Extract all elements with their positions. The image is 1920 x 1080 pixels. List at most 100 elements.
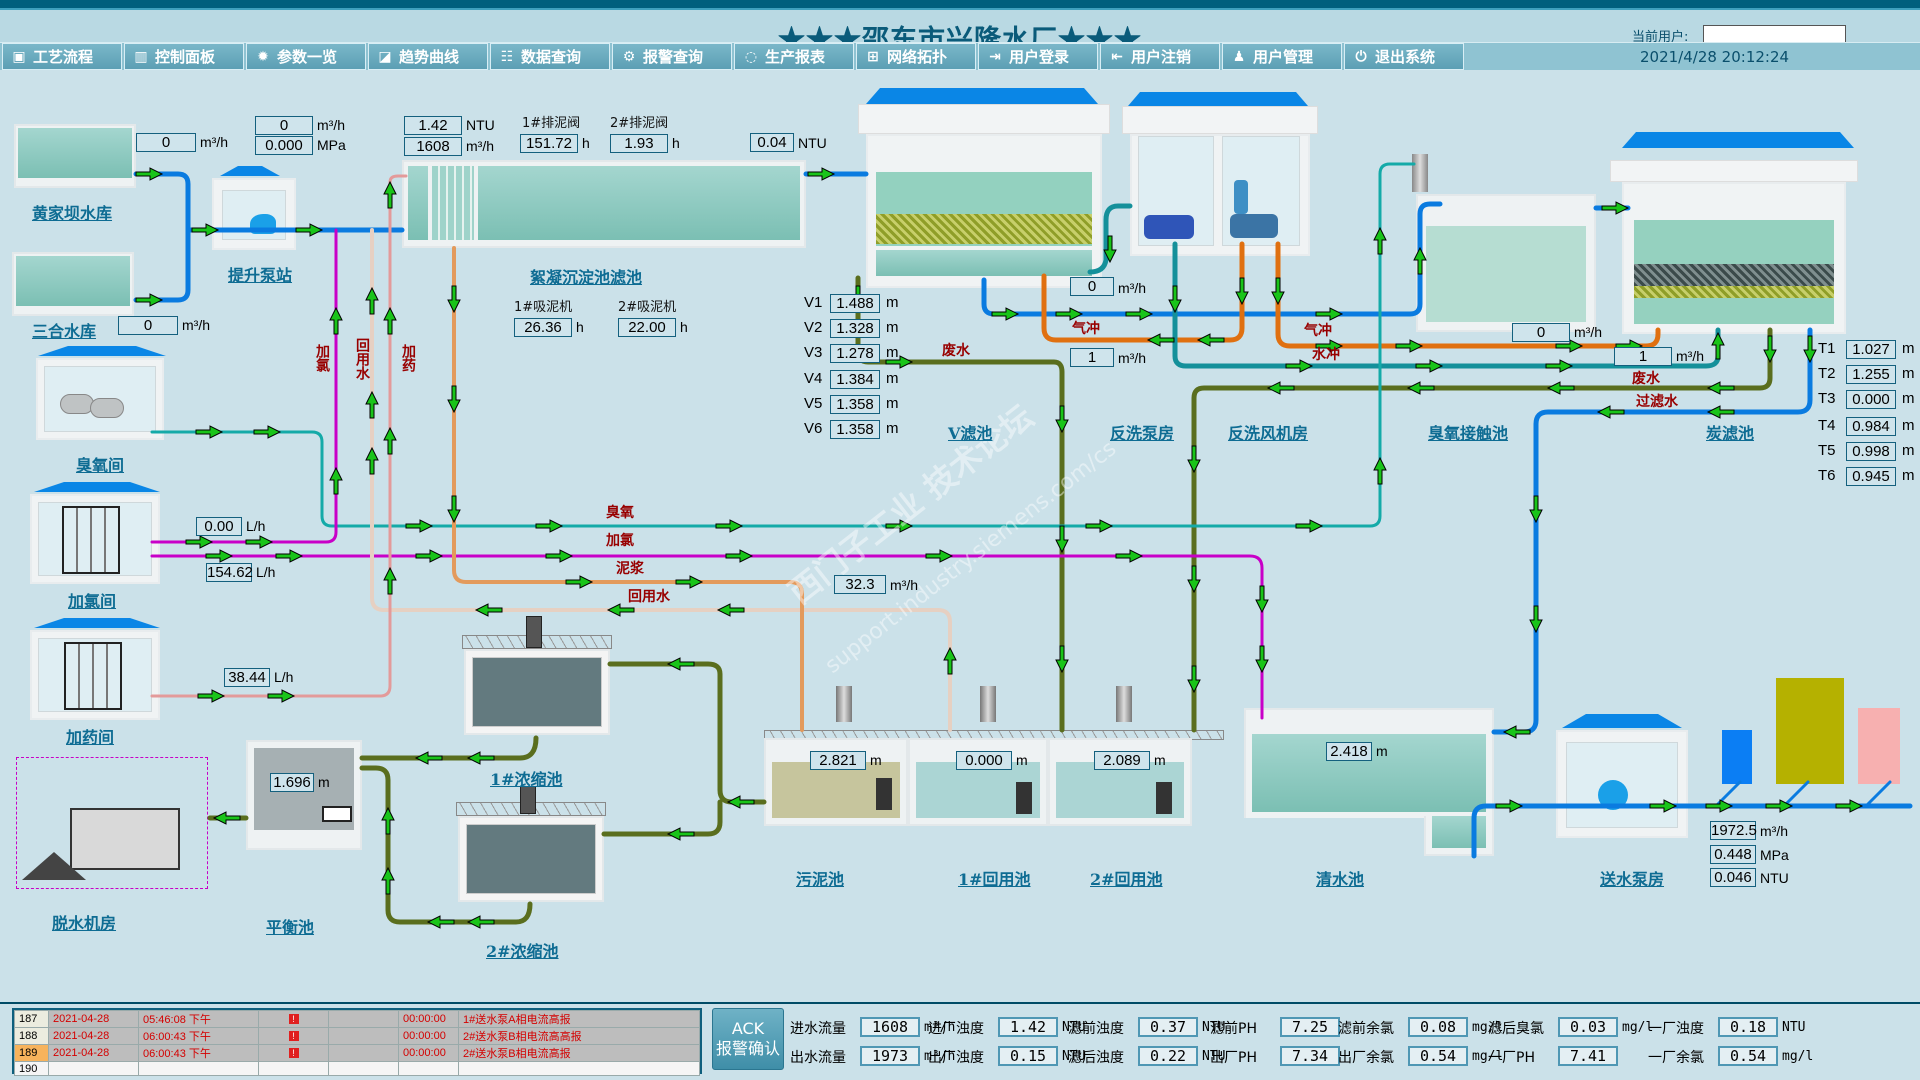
flow-arrow-icon [716,603,745,617]
current-user-field[interactable] [1703,25,1846,43]
supply-flow-value: 1972.5 [1710,821,1757,840]
flow-arrow-icon [1115,549,1144,563]
flow-arrow-icon [1055,405,1069,434]
flow-arrow-icon [405,519,434,533]
alarm-row[interactable]: 188 2021-04-28 06:00:43 下午 ! 00:00:00 2#… [14,1027,700,1045]
alarm-row[interactable]: 190 [14,1061,700,1076]
sedimentation-tank[interactable] [402,160,806,248]
supply-pump-label[interactable]: 送水泵房 [1600,870,1665,889]
alarm-table[interactable]: 187 2021-04-28 05:46:08 下午 ! 00:00:00 1#… [12,1008,702,1076]
lift-pump-icon[interactable] [250,214,276,234]
blower-icon[interactable] [1230,214,1278,238]
carbon-filter-label[interactable]: 炭滤池 [1706,424,1755,443]
clear-water-label[interactable]: 清水池 [1316,870,1365,889]
nav-control-panel[interactable]: ▥控制面板 [124,43,244,70]
alarm-row[interactable]: 187 2021-04-28 05:46:08 下午 ! 00:00:00 1#… [14,1010,700,1028]
alarm-row[interactable]: 189 2021-04-28 06:00:43 下午 ! 00:00:00 2#… [14,1044,700,1062]
sludge-pool-level-unit: m [870,752,882,768]
nav-user-logout[interactable]: ⇤用户注销 [1100,43,1220,70]
nav-user-manage[interactable]: ♟用户管理 [1222,43,1342,70]
backwash-blower-label[interactable]: 反洗风机房 [1228,424,1309,443]
v-level-label: V1 [804,294,823,311]
lift-pump-house[interactable] [212,178,296,250]
nav-trend[interactable]: ◪趋势曲线 [368,43,488,70]
panel-icon: ▥ [134,48,148,65]
sanhe-label[interactable]: 三合水库 [32,322,97,341]
flow-arrow-icon [1495,799,1524,813]
ozone-room[interactable] [36,358,164,440]
carbon-flow-unit: m³/h [1676,348,1704,364]
thickener1-label[interactable]: 1#浓缩池 [490,770,563,789]
backwash-pump-label[interactable]: 反洗泵房 [1110,424,1175,443]
flow-arrow-icon [1763,335,1777,364]
nav-network-topology[interactable]: ⊞网络拓扑 [856,43,976,70]
ozone-room-label[interactable]: 臭氧间 [76,456,125,475]
carbon-filter-house[interactable] [1622,182,1846,334]
flow-arrow-icon [1835,799,1864,813]
nav-production-report[interactable]: ◌生产报表 [734,43,854,70]
nav-alarm-query[interactable]: ⚙报警查询 [612,43,732,70]
dewatering-room[interactable] [16,757,208,889]
t-level-value: 1.027 [1846,340,1896,359]
balance-tank[interactable] [246,740,362,850]
flow-arrow-icon [1125,307,1154,321]
v-filter-house[interactable] [866,134,1102,288]
supply-flow-unit: m³/h [1760,823,1788,839]
supply-pump-icon[interactable] [1598,780,1628,810]
alarm-icon: ! [288,1048,299,1058]
supply-turbidity-unit: NTU [1760,870,1789,886]
pipe-label-water-wash: 水冲 [1312,347,1340,363]
flow-arrow-icon [447,495,461,524]
flow-arrow-icon [1395,339,1424,353]
backwash-pump-icon[interactable] [1144,215,1194,239]
nav-data-query[interactable]: ☷数据查询 [490,43,610,70]
nav-exit-system[interactable]: ⏻退出系统 [1344,43,1464,70]
flow-arrow-icon [1502,725,1531,739]
nav-process-flow[interactable]: ▣工艺流程 [2,43,122,70]
ozone-contact-tank[interactable] [1416,194,1596,332]
ozone-contact-label[interactable]: 臭氧接触池 [1428,424,1509,443]
flow-arrow-icon [466,751,495,765]
reuse2-label[interactable]: 2#回用池 [1090,870,1163,889]
balance-label[interactable]: 平衡池 [266,918,315,937]
backwash-roof [1128,92,1308,106]
valve1-hours-value: 151.72 [520,134,578,153]
lift-pump-label[interactable]: 提升泵站 [228,266,293,285]
reuse1-label[interactable]: 1#回用池 [958,870,1031,889]
sedimentation-label[interactable]: 絮凝沉淀池滤池 [530,268,643,287]
v-filter-label[interactable]: V滤池 [948,424,993,443]
chlorine-room-label[interactable]: 加氯间 [68,592,117,611]
flow-arrow-icon [1168,285,1182,314]
clear-water-tank[interactable] [1244,708,1494,818]
v-level-label: V4 [804,370,823,387]
flow-arrow-icon [365,446,379,475]
thickener-2[interactable] [458,816,604,902]
nav-user-login[interactable]: ⇥用户登录 [978,43,1098,70]
summary-value: 1.42 [998,1017,1058,1037]
sanhe-reservoir[interactable] [12,252,134,316]
flow-arrow-icon [1596,405,1625,419]
flow-arrow-icon [195,425,224,439]
thickener-1[interactable] [464,649,610,735]
chemical-dosing-unit-icon [64,642,122,710]
ozone-generator-icon [60,394,94,414]
summary-unit: mg/l [1622,1020,1654,1035]
v-level-value: 1.278 [830,344,880,363]
huangjiaba-label[interactable]: 黄家坝水库 [32,204,113,223]
huangjiaba-reservoir[interactable] [14,124,136,188]
ack-alarm-button[interactable]: ACK 报警确认 [712,1008,784,1070]
t-level-unit: m [1902,467,1915,484]
dosing-room-label[interactable]: 加药间 [66,728,115,747]
thickener2-label[interactable]: 2#浓缩池 [486,942,559,961]
sludge-pool-label[interactable]: 污泥池 [796,870,845,889]
t-level-label: T1 [1818,340,1836,357]
suction1-hours-unit: h [576,319,584,335]
t-level-value: 0.945 [1846,467,1896,486]
balance-level-value: 1.696 [270,773,314,792]
supply-pressure-unit: MPa [1760,847,1789,863]
flow-arrow-icon [415,549,444,563]
summary-label: 进水流量 [790,1021,846,1037]
dewatering-label[interactable]: 脱水机房 [52,914,117,933]
nav-parameters[interactable]: ✹参数一览 [246,43,366,70]
sed-turbidity-value: 1.42 [404,116,462,135]
